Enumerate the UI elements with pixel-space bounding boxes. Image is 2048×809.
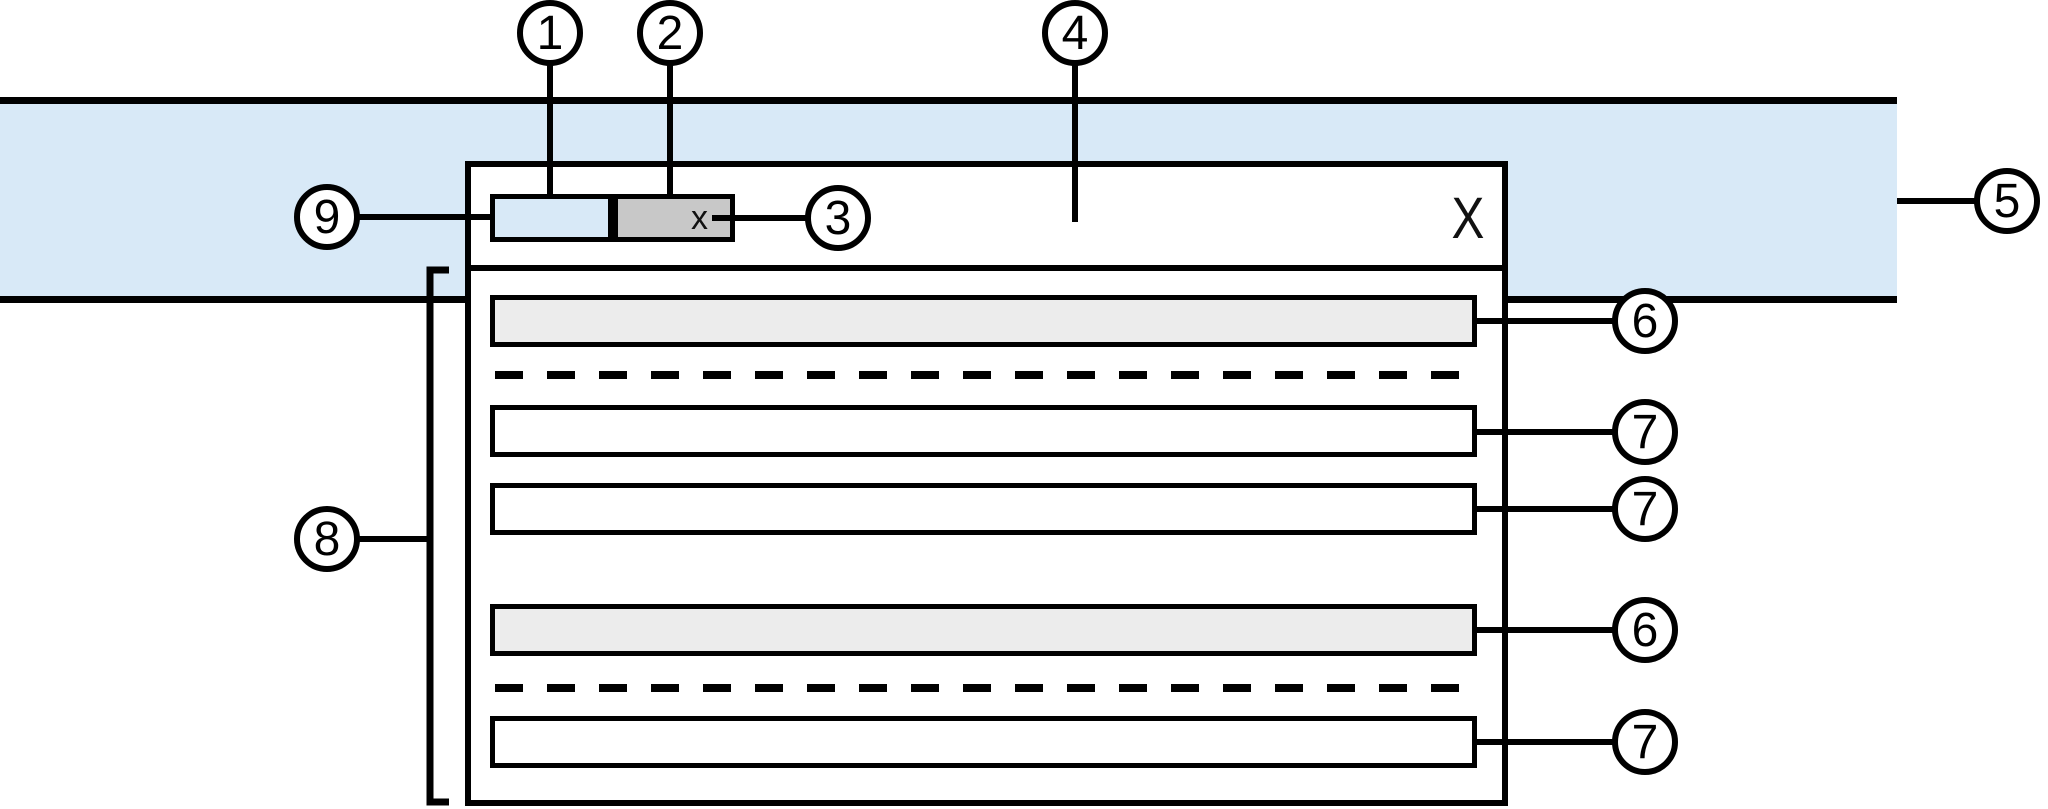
callout-4: 4 xyxy=(1042,0,1108,66)
callout-6b: 6 xyxy=(1612,597,1678,663)
callout-6a: 6 xyxy=(1612,288,1678,354)
menu-header-row-2[interactable] xyxy=(490,604,1477,656)
callout-8: 8 xyxy=(294,506,360,572)
tab-active[interactable] xyxy=(490,194,613,242)
callout-7b: 7 xyxy=(1612,476,1678,542)
dialog-close-button[interactable]: X xyxy=(1451,185,1485,251)
titlebar-separator xyxy=(471,265,1502,271)
menu-header-row-1[interactable] xyxy=(490,295,1477,347)
callout-3: 3 xyxy=(805,185,871,251)
tab-inactive[interactable]: x xyxy=(613,194,735,242)
callout-7a: 7 xyxy=(1612,399,1678,465)
callout-9: 9 xyxy=(294,184,360,250)
menu-item-row-3[interactable] xyxy=(490,716,1477,768)
callout-7c: 7 xyxy=(1612,709,1678,775)
menu-item-row-1[interactable] xyxy=(490,405,1477,457)
tab-close-icon[interactable]: x xyxy=(691,199,708,237)
content-area-bracket xyxy=(426,266,449,806)
callout-2: 2 xyxy=(637,0,703,66)
dialog-window: x X xyxy=(465,161,1508,806)
callout-5: 5 xyxy=(1974,168,2040,234)
menu-item-row-2[interactable] xyxy=(490,483,1477,535)
callout-1: 1 xyxy=(517,0,583,66)
